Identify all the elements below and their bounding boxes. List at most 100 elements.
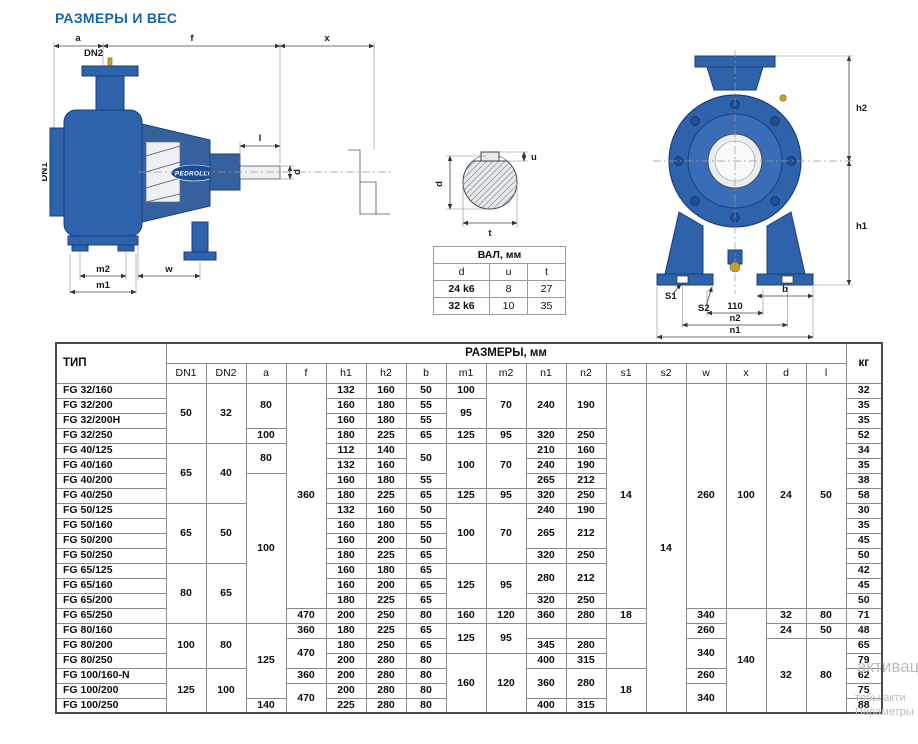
kg-header: кг (845, 342, 883, 384)
shaft-col-d: d (433, 263, 490, 281)
header-row-1: ТИП РАЗМЕРЫ, мм кг (55, 342, 883, 384)
dim-label-dn2: DN2 (84, 48, 103, 59)
pump-model: FG 65/160 (55, 577, 167, 594)
dim-value: 212 (565, 562, 607, 594)
weight-value: 30 (845, 502, 883, 519)
dim-label-110: 110 (727, 301, 742, 312)
dim-column-header: n1 (525, 362, 567, 384)
dim-value: 315 (565, 652, 607, 669)
dim-value: 95 (445, 397, 487, 429)
dim-value: 65 (405, 547, 447, 564)
dim-value: 55 (405, 397, 447, 414)
dim-value: 260 (685, 382, 727, 609)
dim-value: 250 (565, 427, 607, 444)
dim-value: 320 (525, 592, 567, 609)
dim-value: 470 (285, 607, 327, 624)
dim-value: 280 (365, 667, 407, 684)
weight-value: 48 (845, 622, 883, 639)
dim-value (525, 622, 567, 639)
dim-value: 160 (325, 517, 367, 534)
dim-column-header: m1 (445, 362, 487, 384)
dims-header: РАЗМЕРЫ, мм (165, 342, 847, 364)
dim-value: 65 (165, 502, 207, 564)
dim-value: 14 (605, 382, 647, 609)
dim-value: 24 (765, 382, 807, 609)
dim-value: 132 (325, 457, 367, 474)
pump-model: FG 65/125 (55, 562, 167, 579)
pump-side-view-drawing: a f x DN2 DN1 PEDROLLO l (42, 33, 394, 295)
dim-value: 65 (405, 562, 447, 579)
dim-value: 345 (525, 637, 567, 654)
dim-value: 80 (205, 622, 247, 669)
dim-value: 140 (725, 607, 767, 714)
dim-value: 160 (565, 442, 607, 459)
weight-value: 35 (845, 412, 883, 429)
dim-column-header: m2 (485, 362, 527, 384)
dim-value: 50 (205, 502, 247, 564)
base-pad-left (71, 244, 89, 252)
dim-value: 225 (365, 427, 407, 444)
dim-value: 180 (325, 622, 367, 639)
dim-value: 315 (565, 697, 607, 714)
dim-value: 14 (645, 382, 687, 714)
dim-value: 280 (365, 682, 407, 699)
pump-model: FG 40/250 (55, 487, 167, 504)
shaft-value: 35 (527, 297, 566, 315)
dim-value: 470 (285, 682, 327, 714)
dim-value: 340 (685, 607, 727, 624)
dim-value: 180 (365, 562, 407, 579)
dim-value: 32 (205, 382, 247, 444)
dim-value: 225 (325, 697, 367, 714)
dim-value: 100 (245, 472, 287, 624)
dim-value: 400 (525, 697, 567, 714)
dim-value: 180 (365, 397, 407, 414)
pump-model: FG 100/160-N (55, 667, 167, 684)
dim-value: 265 (525, 472, 567, 489)
dim-value: 160 (445, 607, 487, 624)
dim-label-a: a (75, 33, 81, 44)
dim-value: 120 (485, 652, 527, 714)
dim-column-header: l (805, 362, 847, 384)
left-leg (664, 211, 704, 275)
dim-label-n1: n1 (729, 325, 741, 336)
dim-value: 320 (525, 487, 567, 504)
dim-value: 280 (565, 607, 607, 624)
dim-value: 70 (485, 502, 527, 564)
right-leg (766, 211, 806, 275)
dim-value: 80 (405, 607, 447, 624)
shaft (239, 165, 281, 180)
pump-model: FG 32/200H (55, 412, 167, 429)
dim-label-h2: h2 (856, 103, 867, 114)
dim-value: 50 (805, 622, 847, 639)
dim-value: 18 (605, 667, 647, 714)
dim-value: 50 (165, 382, 207, 444)
dim-value: 200 (325, 652, 367, 669)
pump-model: FG 40/200 (55, 472, 167, 489)
dim-value: 100 (445, 382, 487, 399)
dim-value: 190 (565, 457, 607, 474)
dim-value: 80 (245, 442, 287, 474)
pump-model: FG 32/160 (55, 382, 167, 399)
dim-label-section-d: d (434, 181, 445, 187)
dim-value: 400 (525, 652, 567, 669)
dim-value: 65 (165, 442, 207, 504)
dim-column-header: h2 (365, 362, 407, 384)
dim-value: 55 (405, 412, 447, 429)
dim-value: 65 (405, 427, 447, 444)
dim-label-s1: S1 (665, 291, 677, 302)
dim-label-dn1: DN1 (42, 162, 50, 182)
dim-value: 24 (765, 622, 807, 639)
dim-value: 280 (565, 637, 607, 654)
dim-value: 265 (525, 517, 567, 549)
dim-value: 100 (445, 502, 487, 564)
dim-column-header: b (405, 362, 447, 384)
dim-value: 200 (325, 607, 367, 624)
